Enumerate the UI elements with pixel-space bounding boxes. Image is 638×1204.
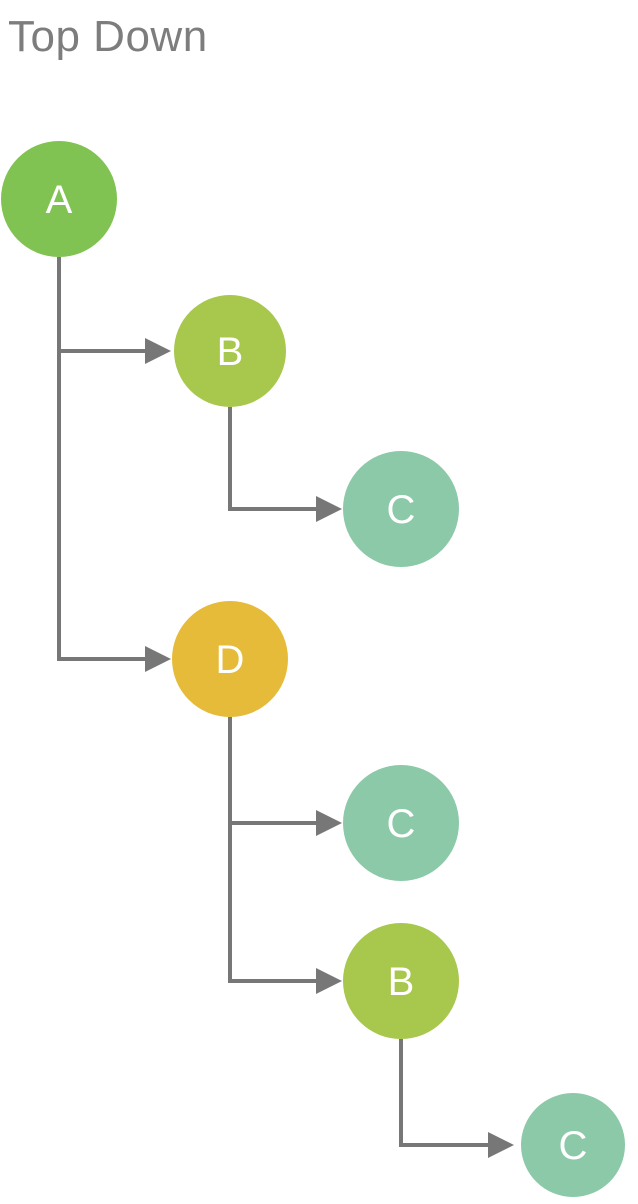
node-circle[interactable] xyxy=(174,295,286,407)
node-label: C xyxy=(387,488,416,532)
edge-b-to-c xyxy=(228,407,331,511)
node-c-under-b1[interactable]: C xyxy=(343,451,459,567)
node-label: C xyxy=(559,1124,588,1168)
arrowhead-icon xyxy=(316,810,342,836)
arrowhead-icon xyxy=(488,1132,514,1158)
node-circle[interactable] xyxy=(343,923,459,1039)
node-label: A xyxy=(46,178,73,222)
arrowhead-icon xyxy=(316,496,342,522)
edge-a-to-b xyxy=(57,257,160,353)
edge-d-to-b xyxy=(228,717,331,983)
arrowheads-layer xyxy=(145,338,514,1158)
arrowhead-icon xyxy=(316,968,342,994)
edges-layer xyxy=(57,257,503,1147)
edge-b-to-c xyxy=(399,1039,503,1147)
node-c-under-b2[interactable]: C xyxy=(521,1093,625,1197)
node-label: B xyxy=(217,330,244,374)
node-circle[interactable] xyxy=(343,451,459,567)
edge-d-to-c xyxy=(228,717,331,825)
node-b-under-d[interactable]: B xyxy=(343,923,459,1039)
node-circle[interactable] xyxy=(343,765,459,881)
node-label: C xyxy=(387,802,416,846)
arrowhead-icon xyxy=(145,338,171,364)
node-a-root[interactable]: A xyxy=(1,141,117,257)
node-label: D xyxy=(216,638,245,682)
node-circle[interactable] xyxy=(172,601,288,717)
node-circle[interactable] xyxy=(521,1093,625,1197)
nodes-layer: A B C D C B C xyxy=(1,141,625,1197)
node-c-under-d[interactable]: C xyxy=(343,765,459,881)
arrowhead-icon xyxy=(145,646,171,672)
node-circle[interactable] xyxy=(1,141,117,257)
node-label: B xyxy=(388,960,415,1004)
node-d-level1[interactable]: D xyxy=(172,601,288,717)
page-title: Top Down xyxy=(8,12,208,61)
edge-a-to-d xyxy=(57,257,160,661)
node-b-level1[interactable]: B xyxy=(174,295,286,407)
